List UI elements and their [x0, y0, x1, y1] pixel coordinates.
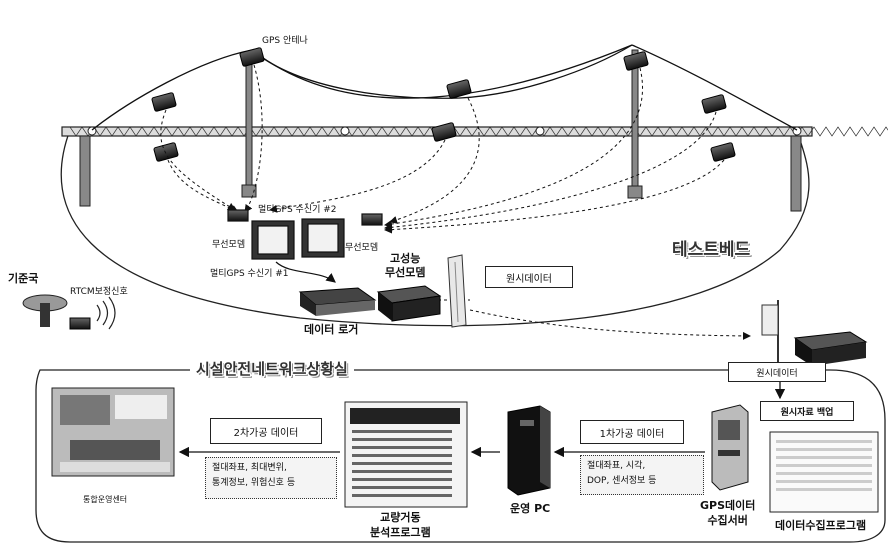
- data-logger-icon: [300, 288, 375, 316]
- base-station-label: 기준국: [8, 270, 38, 286]
- control-center-photo: [52, 388, 174, 476]
- bridge-deck: [62, 127, 888, 136]
- secondary-detail-box: 절대좌표, 최대변위, 통계정보, 위험신호 등: [205, 457, 337, 499]
- raw-data-box-top: 원시데이터: [485, 266, 573, 288]
- rtcm-label: RTCM보정신호: [70, 284, 128, 297]
- testbed-title: 테스트베드: [672, 235, 750, 260]
- multi-gps-2-label: 멀티GPS 수신기 #2: [258, 202, 337, 215]
- antenna-icon: [448, 255, 466, 327]
- high-perf-modem-label: 고성능 무선모뎀: [385, 252, 425, 280]
- primary-data-box: 1차가공 데이터: [580, 420, 684, 444]
- gps-antenna-label: GPS 안테나: [262, 33, 308, 46]
- gps-server-label: GPS데이터 수집서버: [700, 498, 755, 528]
- analysis-program-screenshot: [345, 402, 467, 507]
- gps-receiver-icons: [152, 47, 736, 161]
- collection-program-label: 데이터수집프로그램: [775, 517, 866, 533]
- multi-gps-1-label: 멀티GPS 수신기 #1: [210, 266, 289, 279]
- analysis-program-label: 교량거동 분석프로그램: [370, 510, 431, 540]
- secondary-data-box: 2차가공 데이터: [210, 418, 322, 444]
- primary-detail-box: 절대좌표, 시각, DOP, 센서정보 등: [580, 455, 704, 495]
- data-logger-label: 데이터 로거: [304, 321, 358, 337]
- remote-receiver-icon: [762, 300, 866, 370]
- modem-left-label: 무선모뎀: [212, 237, 245, 250]
- bridge-cables: [92, 45, 797, 130]
- facility-room-title: 시설안전네트워크상황실: [190, 358, 354, 379]
- high-perf-modem-icon: [378, 286, 440, 321]
- operation-pc-label: 운영 PC: [510, 500, 550, 516]
- raw-data-box-right: 원시데이터: [728, 362, 826, 382]
- server-icon: [712, 405, 748, 490]
- pc-tower-icon: [508, 406, 550, 495]
- control-center-label: 통합운영센터: [83, 494, 127, 505]
- collection-program-screenshot: [770, 432, 878, 512]
- raw-backup-box: 원시자료 백업: [760, 401, 854, 421]
- modem-right-label: 무선모뎀: [345, 240, 378, 253]
- base-station-icon: [23, 295, 115, 329]
